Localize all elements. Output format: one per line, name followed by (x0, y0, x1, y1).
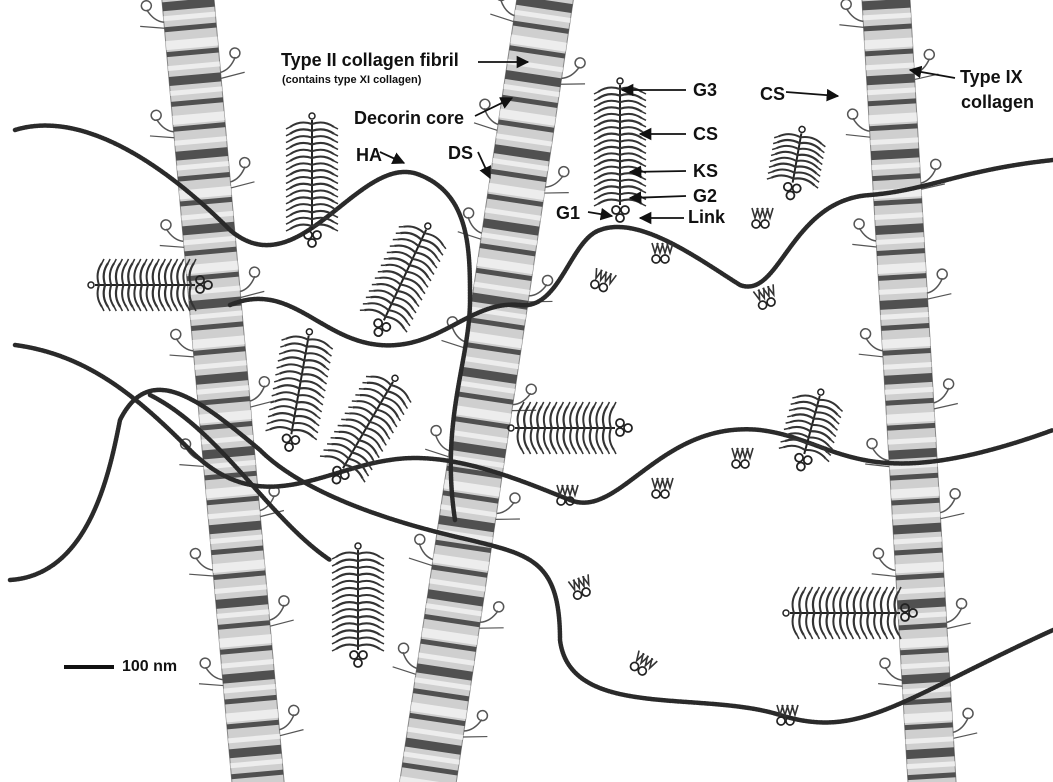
label-link: Link (688, 208, 725, 226)
arrow-ds (478, 152, 490, 178)
small-proteoglycans (557, 208, 798, 725)
aggrecan-right-lower (783, 587, 917, 639)
label-type2-collagen-fibril: Type II collagen fibril (281, 51, 459, 69)
aggrecan-right-mid (775, 383, 847, 478)
small-proteoglycan-7 (629, 651, 657, 679)
label-g1: G1 (556, 204, 580, 222)
small-proteoglycan-4 (732, 448, 753, 468)
arrow-ks (630, 171, 686, 172)
aggrecan-right-top (764, 122, 828, 204)
small-proteoglycan-1 (590, 268, 617, 294)
label-ha: HA (356, 146, 382, 164)
label-g2: G2 (693, 187, 717, 205)
aggrecan-top-left (286, 113, 338, 247)
aggrecan-labeled (594, 78, 646, 222)
label-ds: DS (448, 144, 473, 162)
label-cs-aggrecan: CS (693, 125, 718, 143)
label-cs-type9: CS (760, 85, 785, 103)
arrow-type9 (910, 70, 955, 78)
arrow-ha (380, 152, 404, 163)
label-type9-line2: collagen (961, 93, 1034, 111)
label-decorin-core: Decorin core (354, 109, 464, 127)
small-proteoglycan-2 (652, 243, 673, 263)
label-type9-line1: Type IX (960, 68, 1023, 86)
aggrecan-mid-1 (353, 212, 453, 346)
small-proteoglycan-10 (752, 208, 773, 228)
collagen-fibrils (137, 0, 980, 782)
aggrecan-mid-2 (263, 324, 336, 455)
label-g3: G3 (693, 81, 717, 99)
arrow-cs-type9 (786, 92, 838, 96)
arrow-g1 (588, 212, 612, 216)
aggrecan-center-horizontal (508, 402, 632, 454)
type2-collagen-fibril-right (837, 0, 980, 782)
label-scale-100nm: 100 nm (122, 659, 177, 675)
small-proteoglycan-3 (753, 284, 780, 310)
aggrecan-lower (332, 543, 384, 667)
label-ks: KS (693, 162, 718, 180)
small-proteoglycan-5 (652, 478, 673, 498)
small-proteoglycan-6 (568, 574, 595, 600)
label-contains-type11: (contains type XI collagen) (282, 75, 421, 86)
